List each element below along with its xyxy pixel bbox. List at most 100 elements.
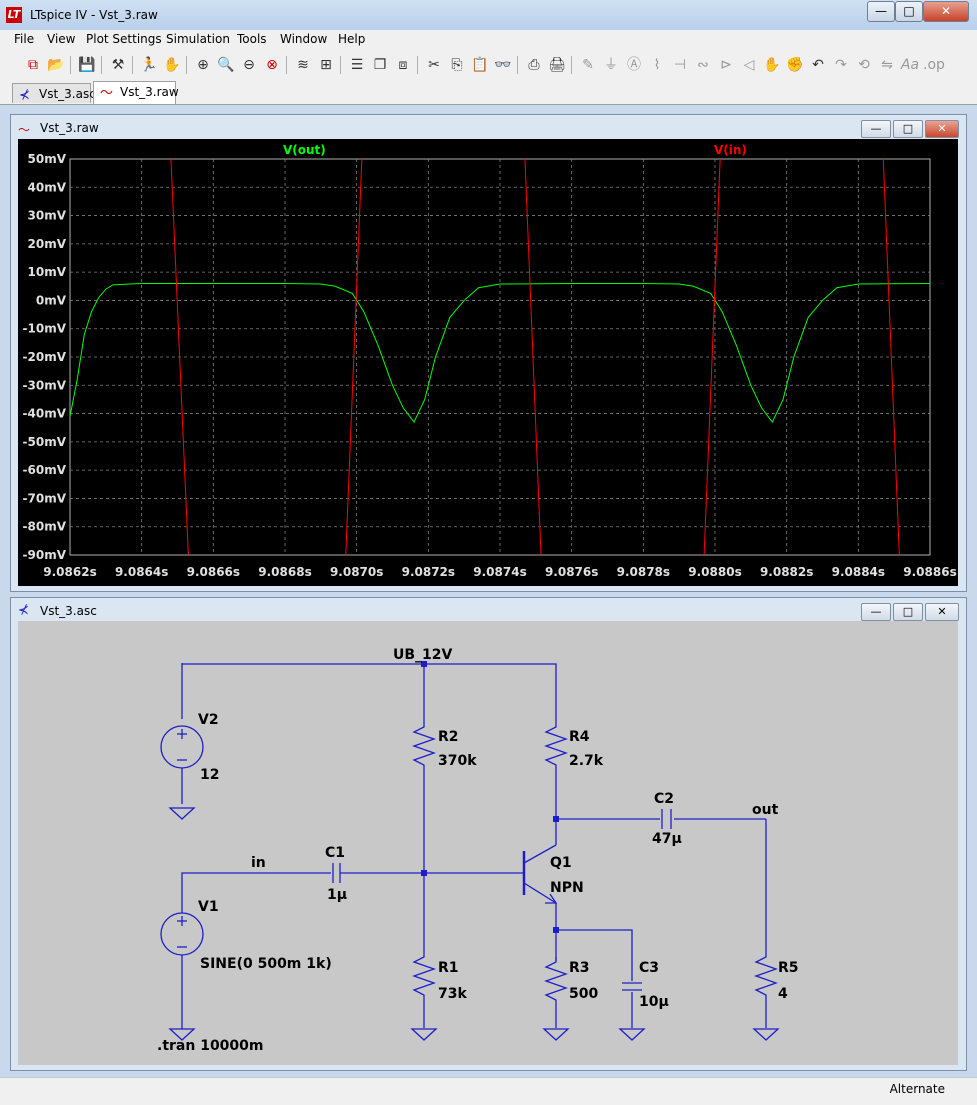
r4-resistor-symbol — [544, 721, 568, 771]
plot-close-button[interactable]: ✕ — [925, 120, 959, 138]
minimize-button[interactable]: — — [867, 1, 895, 22]
resistor-icon[interactable]: ⌇ — [653, 57, 661, 73]
trace-vout — [70, 282, 930, 424]
y-tick-label: 50mV — [28, 152, 67, 166]
menu-file[interactable]: File — [14, 32, 35, 46]
mirror-icon[interactable]: ⇋ — [881, 57, 893, 73]
r1-name: R1 — [438, 960, 459, 976]
toolbar — [0, 50, 977, 81]
undo-icon[interactable]: ↶ — [812, 57, 824, 73]
zoom-area-icon[interactable]: 🔍 — [217, 57, 235, 73]
waveform-icon: 〜 — [18, 123, 31, 137]
r4-value: 2.7k — [569, 753, 604, 769]
r1-value: 73k — [438, 986, 467, 1002]
r5-name: R5 — [778, 960, 799, 976]
print-icon[interactable]: 🖨 — [548, 57, 566, 73]
control-panel-icon[interactable]: ⚒ — [111, 57, 125, 73]
tile-horizontal-icon[interactable]: ☰ — [350, 57, 364, 73]
ground-r3-icon — [542, 1028, 570, 1041]
status-text: Alternate — [889, 1082, 945, 1096]
y-tick-label: -90mV — [23, 548, 67, 562]
wire-ub-rail — [181, 663, 557, 721]
q1-collector-lead — [523, 844, 557, 864]
maximize-button[interactable]: □ — [895, 1, 923, 22]
spice-directive[interactable]: .tran 10000m — [157, 1038, 264, 1054]
copy-icon[interactable]: ⎘ — [451, 57, 463, 73]
cascade-icon[interactable]: ❐ — [373, 57, 387, 73]
move-icon[interactable]: ✋ — [763, 57, 781, 73]
text-icon[interactable]: Aa — [900, 57, 920, 73]
q1-emitter-lead — [523, 882, 557, 904]
paste-icon[interactable]: 📋 — [471, 57, 489, 73]
plot-background — [18, 139, 958, 586]
schematic-canvas[interactable]: UB_12V in out V2 12 V1 SINE(0 500m 1k) R… — [18, 621, 958, 1065]
y-tick-label: -80mV — [23, 520, 67, 534]
autorange-icon[interactable]: ≋ — [297, 57, 309, 73]
inductor-icon[interactable]: ∾ — [697, 57, 709, 73]
v1-value: SINE(0 500m 1k) — [200, 956, 332, 972]
diode-icon[interactable]: ⊳ — [720, 57, 732, 73]
menu-view[interactable]: View — [47, 32, 76, 46]
redo-icon[interactable]: ↷ — [835, 57, 847, 73]
legend-vout: V(out) — [283, 143, 326, 157]
y-tick-label: -50mV — [23, 435, 67, 449]
plot-minimize-button[interactable]: — — [861, 120, 891, 138]
tab-vst3-raw[interactable]: 〜 Vst_3.raw — [93, 81, 179, 104]
run-icon[interactable]: 🏃 — [140, 57, 158, 73]
y-tick-label: -20mV — [23, 350, 67, 364]
v2-value: 12 — [200, 767, 219, 783]
component-icon[interactable]: ◁ — [743, 57, 755, 73]
wire-in — [181, 872, 331, 913]
cut-icon[interactable]: ✂ — [428, 57, 440, 73]
x-tick-label: 9.0880s — [688, 565, 741, 579]
capacitor-icon[interactable]: ⊣ — [673, 57, 687, 73]
wire-icon[interactable]: ✎ — [582, 57, 594, 73]
plot-maximize-button[interactable]: □ — [893, 120, 923, 138]
rotate-icon[interactable]: ⟲ — [858, 57, 870, 73]
ground-r5-icon — [752, 1028, 780, 1041]
schematic-window-title: Vst_3.asc — [40, 604, 97, 618]
ground-icon[interactable]: ⏚ — [604, 57, 618, 73]
schematic-close-button[interactable]: ✕ — [925, 603, 959, 621]
close-button[interactable]: ✕ — [923, 1, 969, 22]
schematic-maximize-button[interactable]: □ — [893, 603, 923, 621]
pan-hand-icon[interactable]: ✋ — [163, 57, 181, 73]
trace-vin-segment — [524, 159, 542, 555]
r3-value: 500 — [569, 986, 598, 1002]
y-tick-label: -40mV — [23, 407, 67, 421]
print-setup-icon[interactable]: ⎙ — [528, 57, 540, 73]
fit-icon[interactable]: ⊞ — [320, 57, 332, 73]
x-tick-label: 9.0868s — [258, 565, 311, 579]
zoom-in-icon[interactable]: ⊕ — [197, 57, 209, 73]
new-schematic-icon[interactable]: ⧉ — [28, 57, 38, 73]
menu-help[interactable]: Help — [338, 32, 366, 46]
r4-name: R4 — [569, 729, 590, 745]
zoom-cancel-icon[interactable]: ⊗ — [266, 57, 278, 73]
menu-tools[interactable]: Tools — [237, 32, 267, 46]
save-icon[interactable]: 💾 — [78, 57, 96, 73]
schematic-minimize-button[interactable]: — — [861, 603, 891, 621]
tab-vst3-asc[interactable]: ⊀ Vst_3.asc — [12, 83, 96, 103]
x-tick-label: 9.0886s — [903, 565, 956, 579]
menu-simulation[interactable]: Simulation — [166, 32, 230, 46]
open-icon[interactable]: 📂 — [47, 57, 65, 73]
y-tick-label: -30mV — [23, 378, 67, 392]
ground-r1-icon — [410, 1028, 438, 1041]
tile-vertical-icon[interactable]: ⧈ — [398, 57, 408, 73]
spice-directive-icon[interactable]: .op — [923, 57, 945, 73]
find-icon[interactable]: 👓 — [494, 57, 512, 73]
schematic-icon: ⊀ — [19, 88, 30, 103]
menu-window[interactable]: Window — [280, 32, 328, 46]
net-label-ub: UB_12V — [393, 647, 453, 663]
q1-value: NPN — [550, 880, 584, 896]
label-icon[interactable]: Ⓐ — [627, 57, 641, 73]
ground-v1-icon — [168, 1028, 196, 1041]
c1-name: C1 — [325, 845, 345, 861]
junction-dot — [421, 661, 427, 667]
menu-plot-settings[interactable]: Plot Settings — [86, 32, 162, 46]
c3-value: 10µ — [639, 994, 669, 1010]
tab-label: Vst_3.asc — [39, 87, 96, 101]
drag-icon[interactable]: ✊ — [786, 57, 804, 73]
zoom-out-icon[interactable]: ⊖ — [243, 57, 255, 73]
